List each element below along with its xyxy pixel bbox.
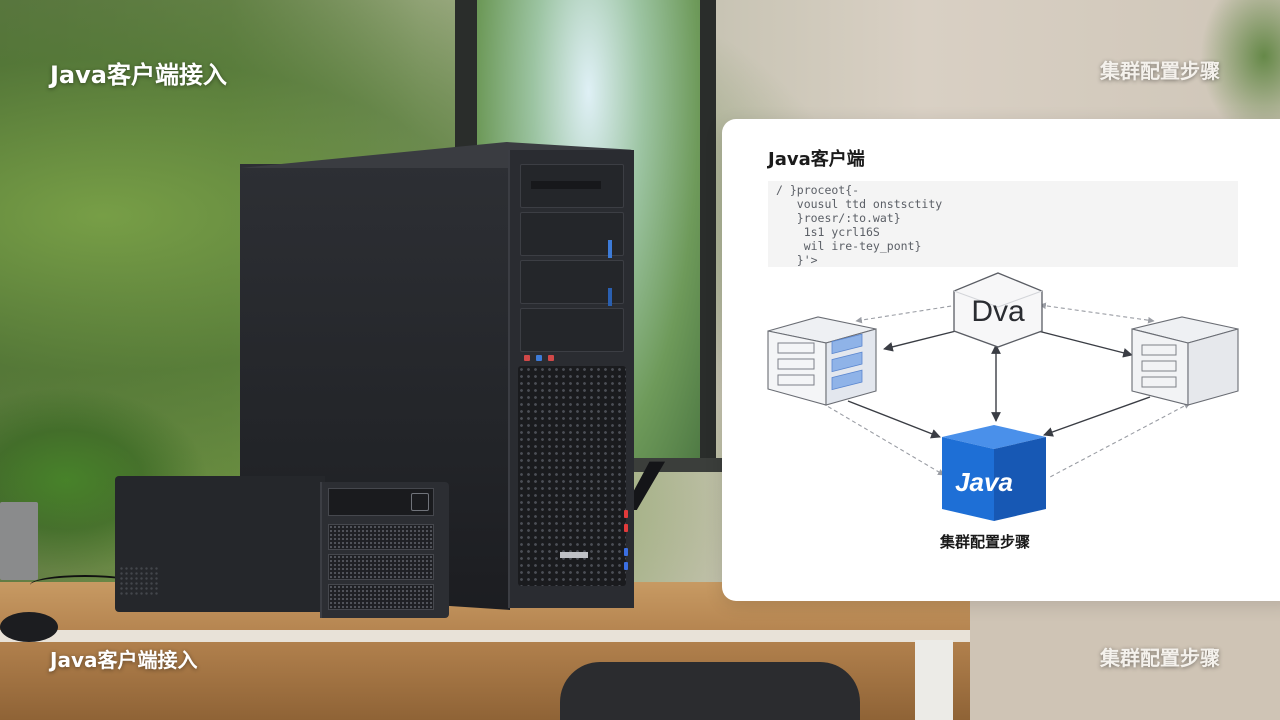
overlay-title-bottom-right: 集群配置步骤 bbox=[1100, 646, 1220, 670]
usb-port bbox=[608, 240, 612, 258]
status-led bbox=[624, 548, 628, 556]
desk-leg bbox=[915, 640, 953, 720]
nas-side-panel bbox=[115, 476, 325, 612]
card-title: Java客户端 bbox=[768, 149, 865, 170]
usb-port bbox=[608, 288, 612, 306]
overlay-title-top-right: 集群配置步骤 bbox=[1100, 59, 1220, 83]
overlay-title-top-left: Java客户端接入 bbox=[50, 61, 227, 89]
server-node-right bbox=[1131, 316, 1239, 406]
status-led bbox=[624, 510, 628, 518]
plant-top-right bbox=[1200, 0, 1280, 140]
nas-drive-bay bbox=[328, 524, 434, 550]
window-frame-right bbox=[700, 0, 716, 470]
nas-drive-bay bbox=[328, 554, 434, 580]
code-line: 1s1 ycrl16S bbox=[776, 225, 880, 239]
nas-front-panel bbox=[320, 482, 449, 618]
code-snippet: / }proceot{- vousul ttd onstsctity }roes… bbox=[768, 181, 1238, 267]
computer-mouse bbox=[0, 612, 58, 642]
nas-drive-bay bbox=[328, 584, 434, 610]
nas-enclosure bbox=[115, 476, 449, 624]
server-node-left bbox=[767, 316, 877, 406]
central-node-label: Dva bbox=[971, 295, 1025, 328]
code-line: vousul ttd onstsctity bbox=[776, 197, 943, 211]
monitor-edge bbox=[0, 502, 38, 580]
code-line: }roesr/:to.wat} bbox=[776, 211, 901, 225]
front-badge bbox=[560, 552, 588, 558]
cluster-diagram: Dva Java bbox=[767, 272, 1239, 521]
java-node: Java bbox=[942, 425, 1046, 521]
floor bbox=[970, 600, 1280, 720]
diagram-card: Java客户端 / }proceot{- vousul ttd onstscti… bbox=[722, 119, 1280, 601]
drive-bay bbox=[520, 164, 624, 208]
tower-front-panel bbox=[508, 150, 634, 608]
drive-bay bbox=[520, 260, 624, 304]
drive-bay bbox=[520, 212, 624, 256]
desk-edge bbox=[0, 630, 970, 642]
nas-vent bbox=[119, 566, 159, 596]
dashed-connections bbox=[821, 302, 1191, 478]
status-led bbox=[624, 524, 628, 532]
front-buttons bbox=[524, 346, 564, 361]
code-line: }'> bbox=[776, 253, 818, 267]
overlay-title-bottom-left: Java客户端接入 bbox=[50, 648, 198, 672]
code-line: / }proceot{- bbox=[776, 183, 860, 197]
status-led bbox=[624, 562, 628, 570]
solid-connections bbox=[847, 330, 1151, 439]
chair bbox=[560, 662, 860, 720]
code-line: wil ire-tey_pont} bbox=[776, 239, 922, 253]
java-node-label: Java bbox=[955, 467, 1013, 497]
drive-bay bbox=[520, 308, 624, 352]
central-node: Dva bbox=[953, 272, 1043, 348]
diagram-caption: 集群配置步骤 bbox=[940, 533, 1031, 551]
cable bbox=[30, 575, 140, 595]
front-mesh bbox=[518, 366, 626, 586]
nas-control-bay bbox=[328, 488, 434, 516]
